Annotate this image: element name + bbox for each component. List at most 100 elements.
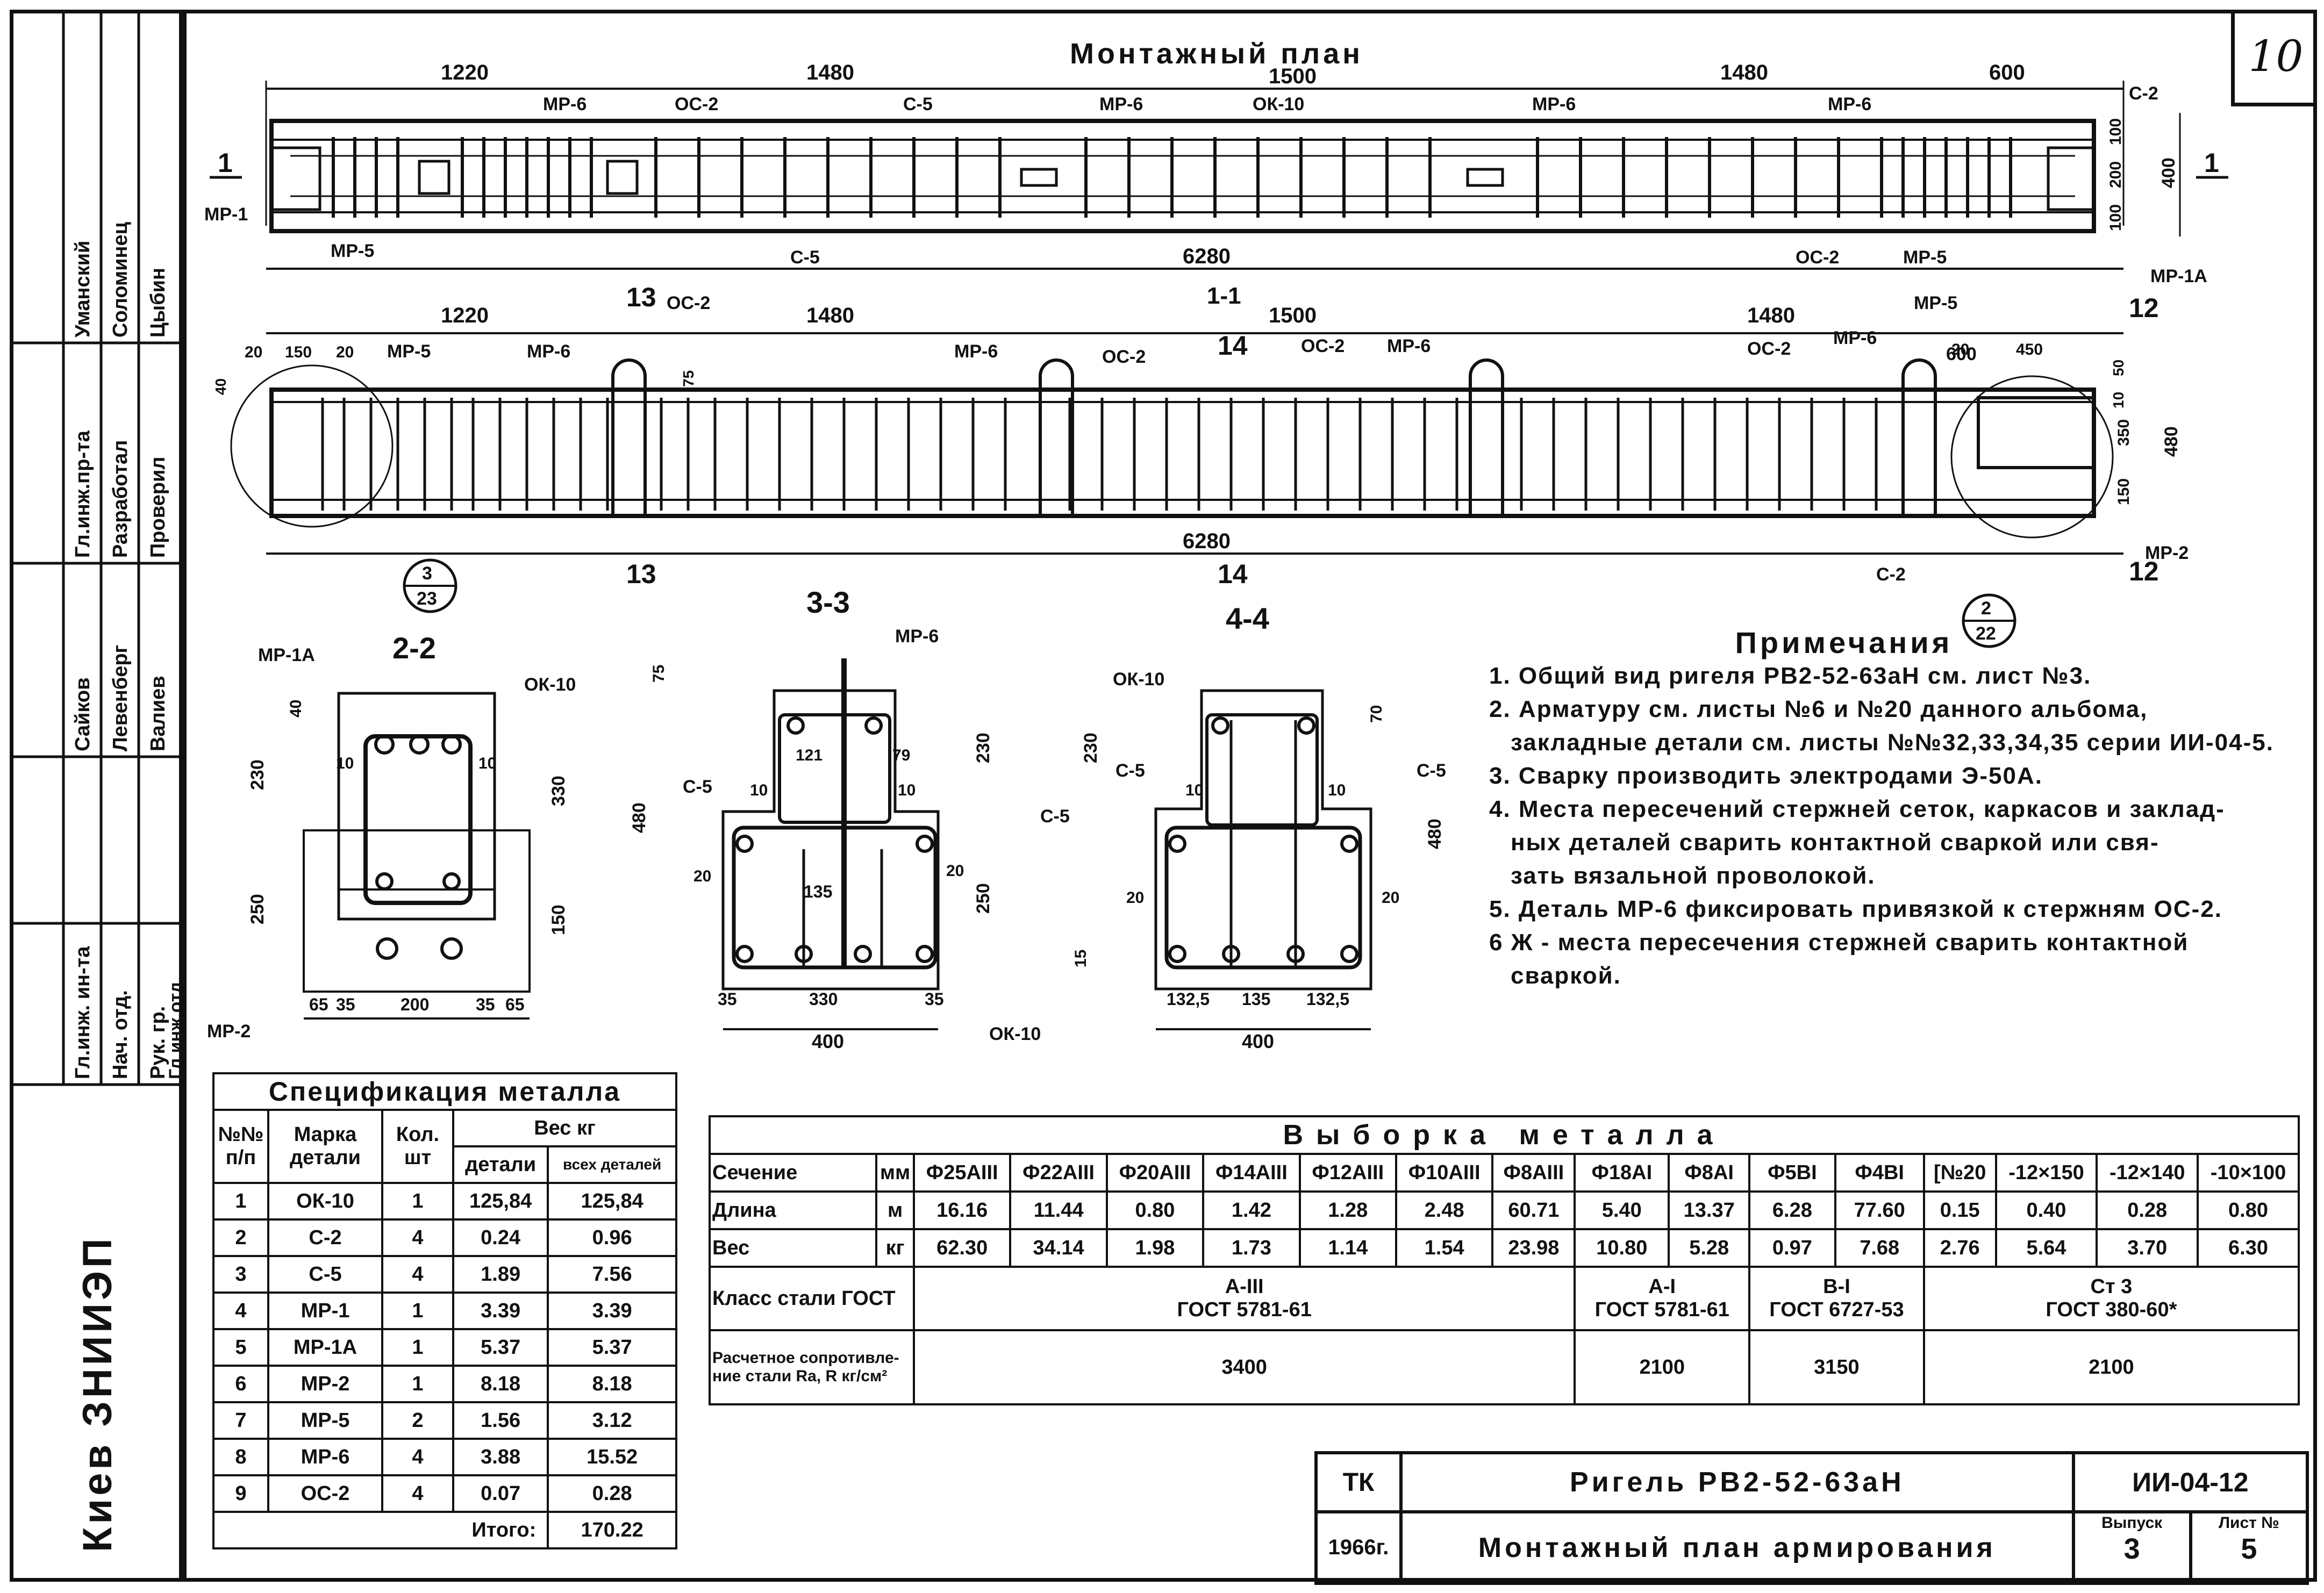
- sec44-label-ok10: ОК-10: [1113, 669, 1164, 690]
- stamp-series: ИИ-04-12: [2071, 1451, 2309, 1513]
- plan-side-dim-2: 200: [2107, 161, 2125, 188]
- sec44-dim-480: 480: [1425, 819, 1445, 849]
- sec22-label-mp2: МР-2: [207, 1021, 251, 1042]
- plan-label-c5: С-5: [903, 94, 933, 114]
- sec22-dim-35a: 35: [336, 995, 355, 1014]
- sec33-dim-121: 121: [796, 747, 823, 764]
- elev-small-8: 50: [2110, 360, 2127, 376]
- plan-label-mp6-c: МР-6: [1532, 94, 1576, 114]
- vyb-resist-label: Расчетное сопротивле- ние стали Rа, R кг…: [709, 1329, 915, 1405]
- sec22-label-ok10: ОК-10: [524, 674, 576, 695]
- elev-small-3: 20: [336, 343, 354, 361]
- sec22-dim-230: 230: [247, 759, 268, 790]
- plan-dim-2: 1480: [806, 61, 854, 84]
- section-3-3: 3-3 75 230 480 250 121 79 10 10 20 20 13…: [629, 585, 1070, 1052]
- sec22-dim-330: 330: [548, 776, 569, 806]
- sec33-dim-330: 330: [809, 989, 838, 1009]
- side-stamp-lines: [10, 10, 183, 1086]
- side-stamp: Гл.инж. ин-та Нач. отд. Рук. гр. Гл.инж.…: [10, 10, 186, 1582]
- plan-label-oc2: ОС-2: [675, 94, 718, 114]
- sec22-dim-10b: 10: [478, 755, 496, 772]
- elev-label-mp5: МР-5: [387, 341, 431, 362]
- spec-h-qty: Кол. шт: [381, 1109, 454, 1184]
- plan-side-dim-1: 100: [2107, 118, 2125, 145]
- sec44-dim-10a: 10: [1185, 781, 1203, 799]
- sec22-dim-65a: 65: [309, 995, 328, 1014]
- elev-label-oc2-c: ОС-2: [1301, 336, 1345, 356]
- sec22-title: 2-2: [392, 631, 436, 665]
- callout-3-num: 3: [422, 563, 432, 584]
- plan-view: Монтажный план 1220 1480 1500 1480 600 6…: [204, 38, 2228, 286]
- elev-dim-1: 1220: [441, 304, 489, 327]
- sec44-dim-230: 230: [1081, 733, 1101, 763]
- elev-small-10: 350: [2115, 419, 2133, 446]
- elev-small-4: 40: [212, 378, 229, 395]
- stamp-sheet-label: Лист №: [2219, 1514, 2279, 1532]
- sec33-dim-230: 230: [973, 733, 993, 763]
- stamp-tk: ТК: [1314, 1451, 1403, 1513]
- plan-label-c5-b: С-5: [790, 247, 820, 268]
- sec22-dim-150: 150: [548, 905, 569, 935]
- elev-label-c2: С-2: [1876, 564, 1906, 585]
- spec-h-all: всех деталей: [547, 1145, 677, 1184]
- sec33-dim-20a: 20: [693, 867, 711, 885]
- elev-label-mp2: МР-2: [2145, 543, 2189, 563]
- sec33-dim-10a: 10: [750, 781, 768, 799]
- sec22-dim-35b: 35: [476, 995, 495, 1014]
- sec44-dim-10b: 10: [1328, 781, 1346, 799]
- callout-2-den: 22: [1976, 623, 1996, 644]
- elev-small-11: 480: [2161, 426, 2182, 457]
- cut-14-top: 14: [1218, 331, 1248, 361]
- sec44-dim-1325b: 132,5: [1306, 989, 1349, 1009]
- cut-13-top: 13: [626, 282, 656, 312]
- plan-dim-4: 1480: [1720, 61, 1768, 84]
- sec33-dim-135: 135: [804, 882, 832, 901]
- sec44-dim-20a: 20: [1126, 889, 1144, 907]
- spec-h-num: №№ п/п: [212, 1109, 269, 1184]
- cut-12-bottom: 12: [2129, 556, 2159, 586]
- stamp-name1: Ригель РВ2-52-63аН: [1399, 1451, 2075, 1513]
- sec33-label-c5-b: С-5: [1040, 806, 1070, 827]
- notes-title: Примечания: [1735, 626, 1953, 659]
- plan-label-mp1a: МР-1А: [2150, 266, 2207, 286]
- sec33-dim-10b: 10: [898, 781, 916, 799]
- elevation-title: 1-1: [1207, 283, 1241, 309]
- plan-dim-1: 1220: [441, 61, 489, 84]
- elev-small-2: 150: [285, 343, 312, 361]
- elev-small-9: 10: [2110, 392, 2127, 408]
- elev-small-12: 150: [2115, 478, 2133, 505]
- drawing-frame: [183, 10, 2317, 1582]
- plan-total: 6280: [1183, 245, 1231, 268]
- callout-3-den: 23: [417, 589, 437, 609]
- vyb-section-label: Сечение: [709, 1153, 877, 1193]
- plan-label-mp5-b: МР-5: [1903, 247, 1947, 268]
- sec44-dim-135: 135: [1242, 989, 1270, 1009]
- plan-section-mark-right: 1: [2204, 148, 2219, 178]
- elev-label-oc2-a: ОС-2: [667, 293, 710, 313]
- plan-label-mp6-b: МР-6: [1099, 94, 1143, 114]
- spec-h-detail: детали: [452, 1145, 549, 1184]
- plan-title: Монтажный план: [1070, 38, 1363, 70]
- note-line-10: сваркой.: [1511, 963, 1621, 989]
- plan-side-dim-4: 400: [2158, 157, 2179, 188]
- sec44-title: 4-4: [1226, 601, 1269, 635]
- elevation-view: 1-1 1220 1480 1500 1480 600 6280 20 150 …: [212, 282, 2189, 648]
- sec33-title: 3-3: [806, 585, 850, 619]
- elev-label-mp6-b: МР-6: [954, 341, 998, 362]
- sec22-dim-40: 40: [287, 700, 305, 717]
- vyb-mm: мм: [875, 1153, 915, 1193]
- plan-label-mp6-a: МР-6: [543, 94, 587, 114]
- note-line-5: 4. Места пересечений стержней сеток, кар…: [1489, 796, 2225, 822]
- elev-small-7: 450: [2016, 341, 2043, 358]
- elev-dim-4: 1480: [1747, 304, 1795, 327]
- section-4-4: 4-4 70 230 480 10 10 20 20 15 132,5 135 …: [1072, 601, 1446, 1052]
